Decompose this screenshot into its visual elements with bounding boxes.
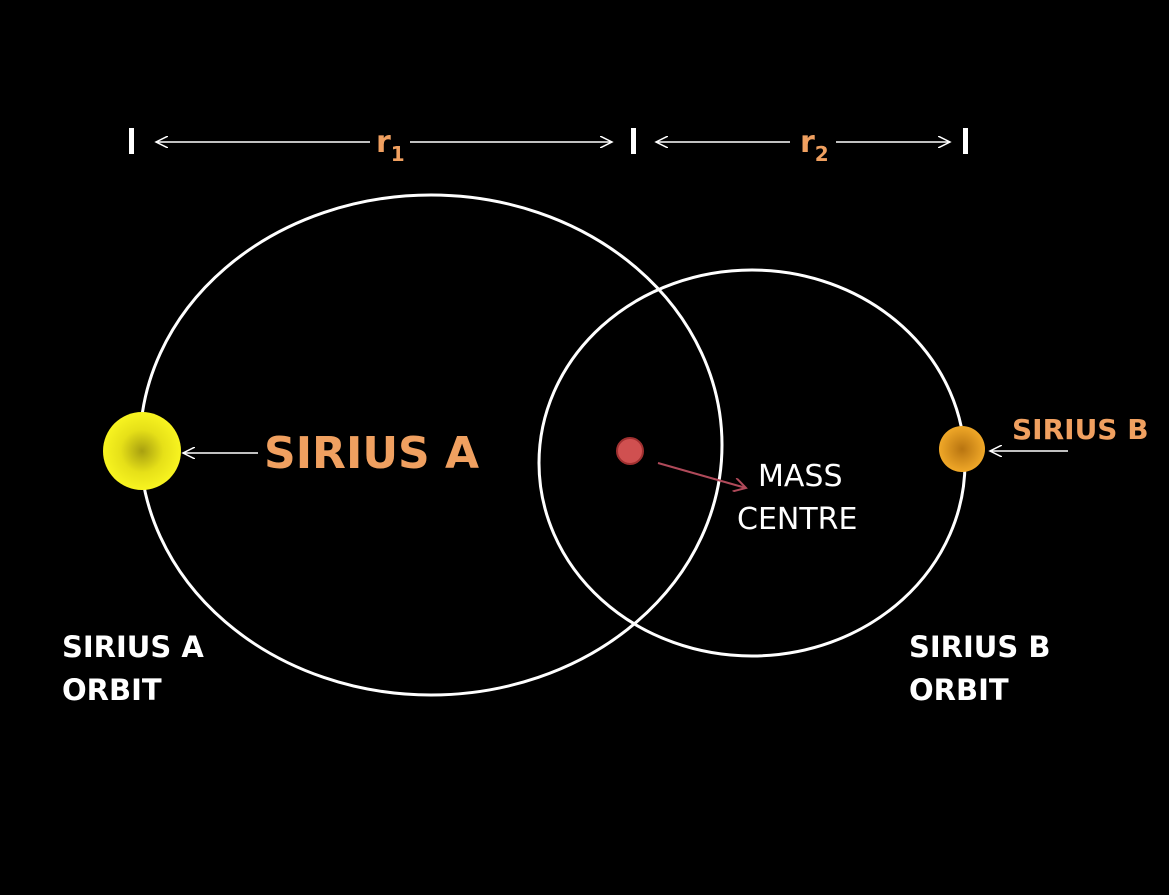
r1-label: r1: [376, 125, 405, 166]
r1-left-tick: [129, 128, 134, 154]
sirius-a-orbit-label-line2: ORBIT: [62, 673, 162, 707]
mass-centre-label-line2: CENTRE: [737, 502, 857, 537]
mass-centre-arrow: [657, 462, 746, 488]
r1-right-tick: [631, 128, 636, 154]
sirius-a-star: [103, 412, 181, 490]
r2-label: r2: [800, 125, 829, 166]
sirius-b-label: SIRIUS B: [1012, 413, 1149, 446]
sirius-b-star: [939, 426, 985, 472]
r1-measurement: r1: [129, 125, 636, 166]
r2-measurement: r2: [656, 125, 968, 166]
sirius-b-orbit: [537, 268, 967, 658]
r2-right-tick: [963, 128, 968, 154]
mass-centre-label-line1: MASS: [758, 459, 843, 494]
sirius-b-orbit-label-line1: SIRIUS B: [909, 630, 1050, 664]
mass-centre-dot: [616, 437, 644, 465]
sirius-b-orbit-label-line2: ORBIT: [909, 673, 1009, 707]
sirius-a-label: SIRIUS A: [264, 428, 479, 479]
sirius-a-orbit-label-line1: SIRIUS A: [62, 630, 204, 664]
